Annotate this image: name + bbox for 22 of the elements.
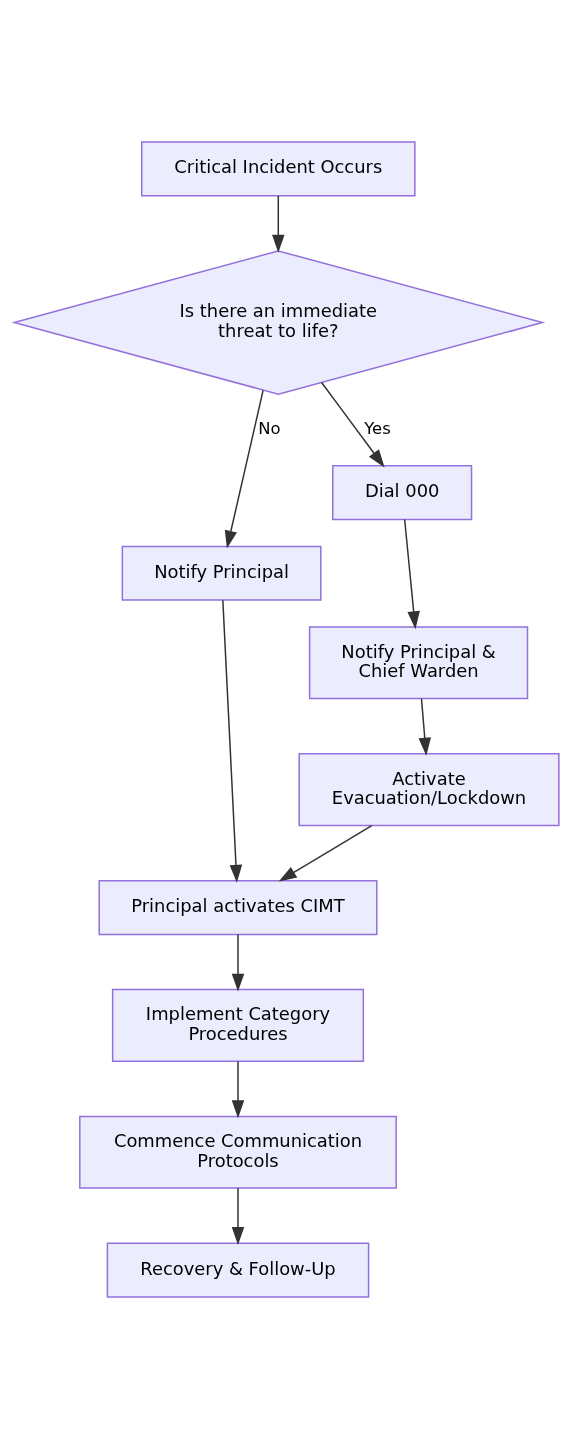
arrow	[222, 598, 243, 883]
node-box: Commence Communication Protocols	[79, 1115, 397, 1189]
node-box: Notify Principal	[121, 545, 322, 601]
arrow	[231, 933, 245, 992]
arrow	[403, 518, 420, 629]
arrow	[278, 824, 373, 882]
edge-label: No	[258, 418, 281, 438]
arrow	[224, 389, 264, 549]
arrow	[320, 381, 385, 467]
node-box: Notify Principal & Chief Warden	[308, 625, 529, 699]
arrow	[231, 1187, 245, 1245]
node-diamond: Is there an immediate threat to life?	[11, 249, 546, 395]
arrow	[231, 1060, 245, 1118]
node-box: Principal activates CIMT	[98, 879, 378, 935]
arrow	[418, 697, 431, 756]
edge-label: Yes	[364, 418, 391, 438]
arrow	[272, 194, 285, 253]
node-box: Dial 000	[332, 464, 473, 520]
node-box: Recovery & Follow-Up	[106, 1242, 370, 1298]
node-box: Activate Evacuation/Lockdown	[298, 752, 560, 826]
node-box: Critical Incident Occurs	[141, 140, 416, 196]
node-box: Implement Category Procedures	[111, 988, 365, 1062]
